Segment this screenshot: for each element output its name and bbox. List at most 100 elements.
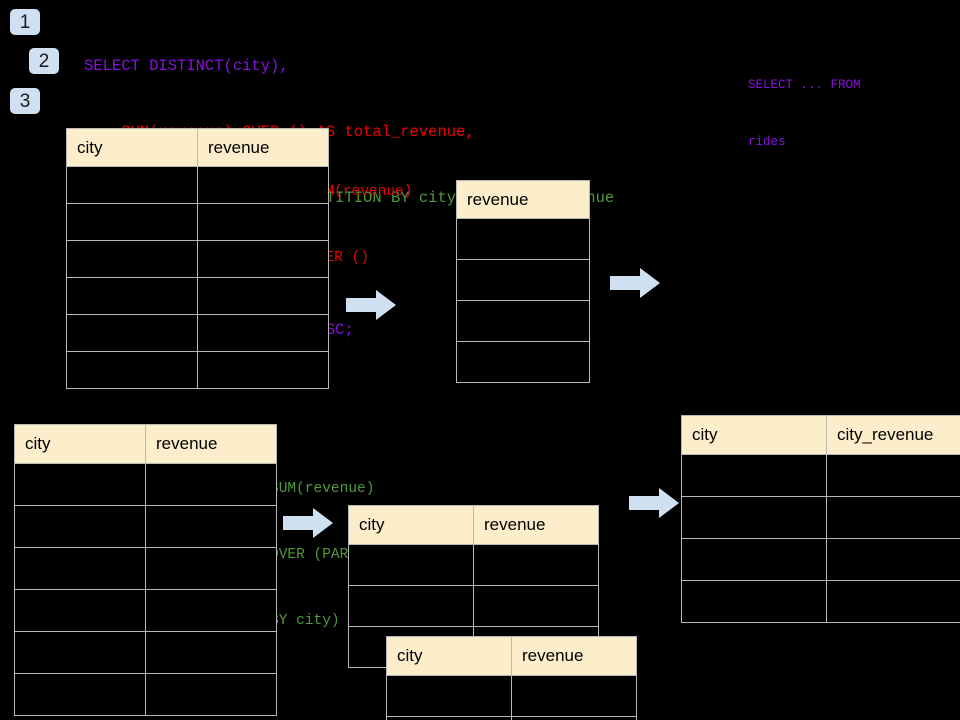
- arrow-partition-to-final: [629, 488, 679, 518]
- table-row: [681, 580, 960, 623]
- table-final-result: city city_revenue: [681, 415, 960, 623]
- table-row: [66, 314, 329, 352]
- cell-revenue: [197, 203, 329, 241]
- table-row: [681, 496, 960, 539]
- annotation-city-revenue-line-1: SUM(revenue): [270, 481, 375, 497]
- annotation-city-revenue: SUM(revenue) OVER (PARTITION BY city): [270, 434, 401, 676]
- cell-city: [14, 463, 146, 506]
- table-header-row: city revenue: [14, 424, 277, 464]
- right-arrow-icon: [346, 290, 396, 320]
- right-arrow-icon: [283, 508, 333, 538]
- column-header-revenue: revenue: [197, 128, 329, 167]
- arrow-total-to-final: [610, 268, 660, 298]
- column-header-city: city: [386, 636, 512, 676]
- cell-city: [66, 166, 198, 204]
- table-row: [14, 463, 277, 506]
- table-row: [14, 589, 277, 632]
- cell-city: [66, 277, 198, 315]
- table-row: [386, 675, 637, 717]
- arrow-source-to-partition: [283, 508, 333, 538]
- cell-revenue: [145, 589, 277, 632]
- cell-city: [14, 673, 146, 716]
- column-header-city: city: [348, 505, 474, 545]
- table-row: [14, 673, 277, 716]
- column-header-city: city: [66, 128, 198, 167]
- cell-revenue: [197, 277, 329, 315]
- step-badge-2[interactable]: 2: [29, 48, 59, 74]
- cell-revenue: [456, 341, 590, 383]
- table-row: [14, 631, 277, 674]
- cell-revenue: [145, 631, 277, 674]
- table-row: [456, 259, 590, 301]
- table-row: [348, 585, 599, 627]
- column-header-revenue: revenue: [511, 636, 637, 676]
- table-total-revenue-result: revenue: [456, 180, 590, 383]
- cell-revenue: [511, 675, 637, 717]
- table-row: [456, 300, 590, 342]
- cell-revenue: [197, 240, 329, 278]
- cell-revenue: [145, 505, 277, 548]
- column-header-revenue: revenue: [145, 424, 277, 464]
- table-row: [386, 716, 637, 720]
- cell-city-revenue: [826, 496, 960, 539]
- side-note-line-1: SELECT ... FROM: [748, 78, 861, 92]
- cell-city: [66, 351, 198, 389]
- cell-revenue: [456, 259, 590, 301]
- cell-city: [14, 589, 146, 632]
- cell-revenue: [197, 351, 329, 389]
- sql-line-select: SELECT DISTINCT(city),: [84, 57, 289, 75]
- table-row: [66, 277, 329, 315]
- table-row: [66, 203, 329, 241]
- cell-city: [66, 240, 198, 278]
- cell-revenue: [456, 300, 590, 342]
- step-badge-3[interactable]: 3: [10, 88, 40, 114]
- cell-city: [66, 314, 198, 352]
- cell-revenue: [197, 314, 329, 352]
- table-header-row: city revenue: [348, 505, 599, 545]
- cell-city: [386, 716, 512, 720]
- cell-revenue: [145, 673, 277, 716]
- right-arrow-icon: [610, 268, 660, 298]
- cell-city: [348, 585, 474, 627]
- step-badge-1-label: 1: [19, 11, 31, 33]
- table-row: [14, 547, 277, 590]
- step-badge-1[interactable]: 1: [10, 9, 40, 35]
- cell-revenue: [145, 547, 277, 590]
- annotation-total-revenue-line-1: SUM(revenue): [308, 184, 413, 200]
- step-badge-3-label: 3: [19, 90, 31, 112]
- arrow-source-to-total: [346, 290, 396, 320]
- table-row: [456, 218, 590, 260]
- table-header-row: revenue: [456, 180, 590, 219]
- column-header-city: city: [14, 424, 146, 464]
- column-header-revenue: revenue: [473, 505, 599, 545]
- table-row: [66, 240, 329, 278]
- cell-city: [66, 203, 198, 241]
- column-header-city: city: [681, 415, 827, 455]
- cell-city-revenue: [826, 580, 960, 623]
- cell-city-revenue: [826, 454, 960, 497]
- cell-revenue: [145, 463, 277, 506]
- column-header-city-revenue: city_revenue: [826, 415, 960, 455]
- cell-city: [348, 544, 474, 586]
- table-row: [66, 351, 329, 389]
- cell-city: [14, 505, 146, 548]
- side-note-line-2: rides: [748, 135, 786, 149]
- right-arrow-icon: [629, 488, 679, 518]
- table-row: [348, 544, 599, 586]
- cell-revenue: [197, 166, 329, 204]
- cell-city: [681, 454, 827, 497]
- cell-city: [681, 580, 827, 623]
- table-row: [681, 454, 960, 497]
- cell-city: [681, 496, 827, 539]
- column-header-revenue: revenue: [456, 180, 590, 219]
- cell-city: [386, 675, 512, 717]
- table-header-row: city city_revenue: [681, 415, 960, 455]
- cell-revenue: [473, 544, 599, 586]
- step-badge-2-label: 2: [38, 50, 50, 72]
- cell-city: [681, 538, 827, 581]
- cell-revenue: [473, 585, 599, 627]
- side-note-select-from-rides: SELECT ... FROM rides: [748, 38, 861, 190]
- table-source-top: city revenue: [66, 128, 329, 389]
- cell-city-revenue: [826, 538, 960, 581]
